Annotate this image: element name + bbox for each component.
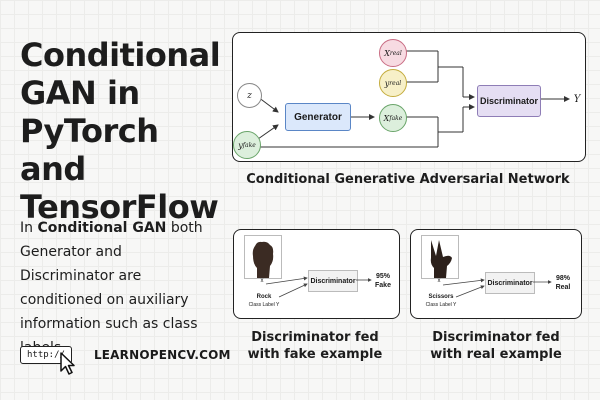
- fake-caption: Discriminator fed with fake example: [247, 330, 383, 362]
- output-y-label: Y: [573, 93, 581, 105]
- real-example-panel: x Scissors Class Label Y Discriminator 9…: [410, 229, 582, 319]
- discriminator-box: Discriminator: [477, 85, 541, 117]
- fake-result: 95% Fake: [369, 272, 397, 290]
- page-title: Conditional GAN in PyTorch and TensorFlo…: [20, 36, 221, 226]
- real-percent: 98%: [555, 275, 570, 282]
- url-box: http://: [20, 346, 72, 364]
- generator-box: Generator: [285, 103, 351, 131]
- rock-image: [244, 235, 282, 279]
- description-prefix: In: [20, 220, 38, 236]
- fake-class-name: Rock: [256, 294, 272, 300]
- real-verdict: Real: [555, 284, 571, 291]
- main-caption: Conditional Generative Adversarial Netwo…: [246, 172, 570, 187]
- scissors-image: [421, 235, 459, 279]
- fake-percent: 95%: [375, 273, 390, 280]
- z-node: z: [237, 83, 262, 108]
- fake-verdict: Fake: [375, 282, 391, 289]
- site-name[interactable]: LEARNOPENCV.COM: [93, 348, 231, 362]
- real-image-label: x: [437, 278, 441, 284]
- real-caption: Discriminator fed with real example: [430, 330, 562, 362]
- rock-hand-icon: [252, 241, 274, 278]
- description-suffix: both Generator and Discriminator are con…: [20, 220, 203, 356]
- real-result: 98% Real: [549, 274, 577, 292]
- fake-image-label: x: [260, 278, 264, 284]
- fake-discriminator-box: Discriminator: [308, 270, 358, 292]
- cursor-icon: [60, 352, 75, 375]
- fake-example-panel: x Rock Class Label Y Discriminator 95% F…: [233, 229, 400, 319]
- description-highlight: Conditional GAN: [37, 220, 167, 236]
- real-class-name: Scissors: [428, 294, 454, 300]
- scissors-hand-icon: [430, 240, 452, 278]
- real-discriminator-box: Discriminator: [485, 272, 535, 294]
- description: In Conditional GAN both Generator and Di…: [20, 216, 220, 360]
- website-link[interactable]: http:// LEARNOPENCV.COM: [20, 345, 231, 365]
- real-class-label: Class Label Y: [425, 302, 457, 308]
- connector-lines: [253, 50, 570, 148]
- real-connectors: [442, 278, 552, 298]
- fake-class-label: Class Label Y: [248, 302, 280, 308]
- fake-connectors: [265, 276, 372, 298]
